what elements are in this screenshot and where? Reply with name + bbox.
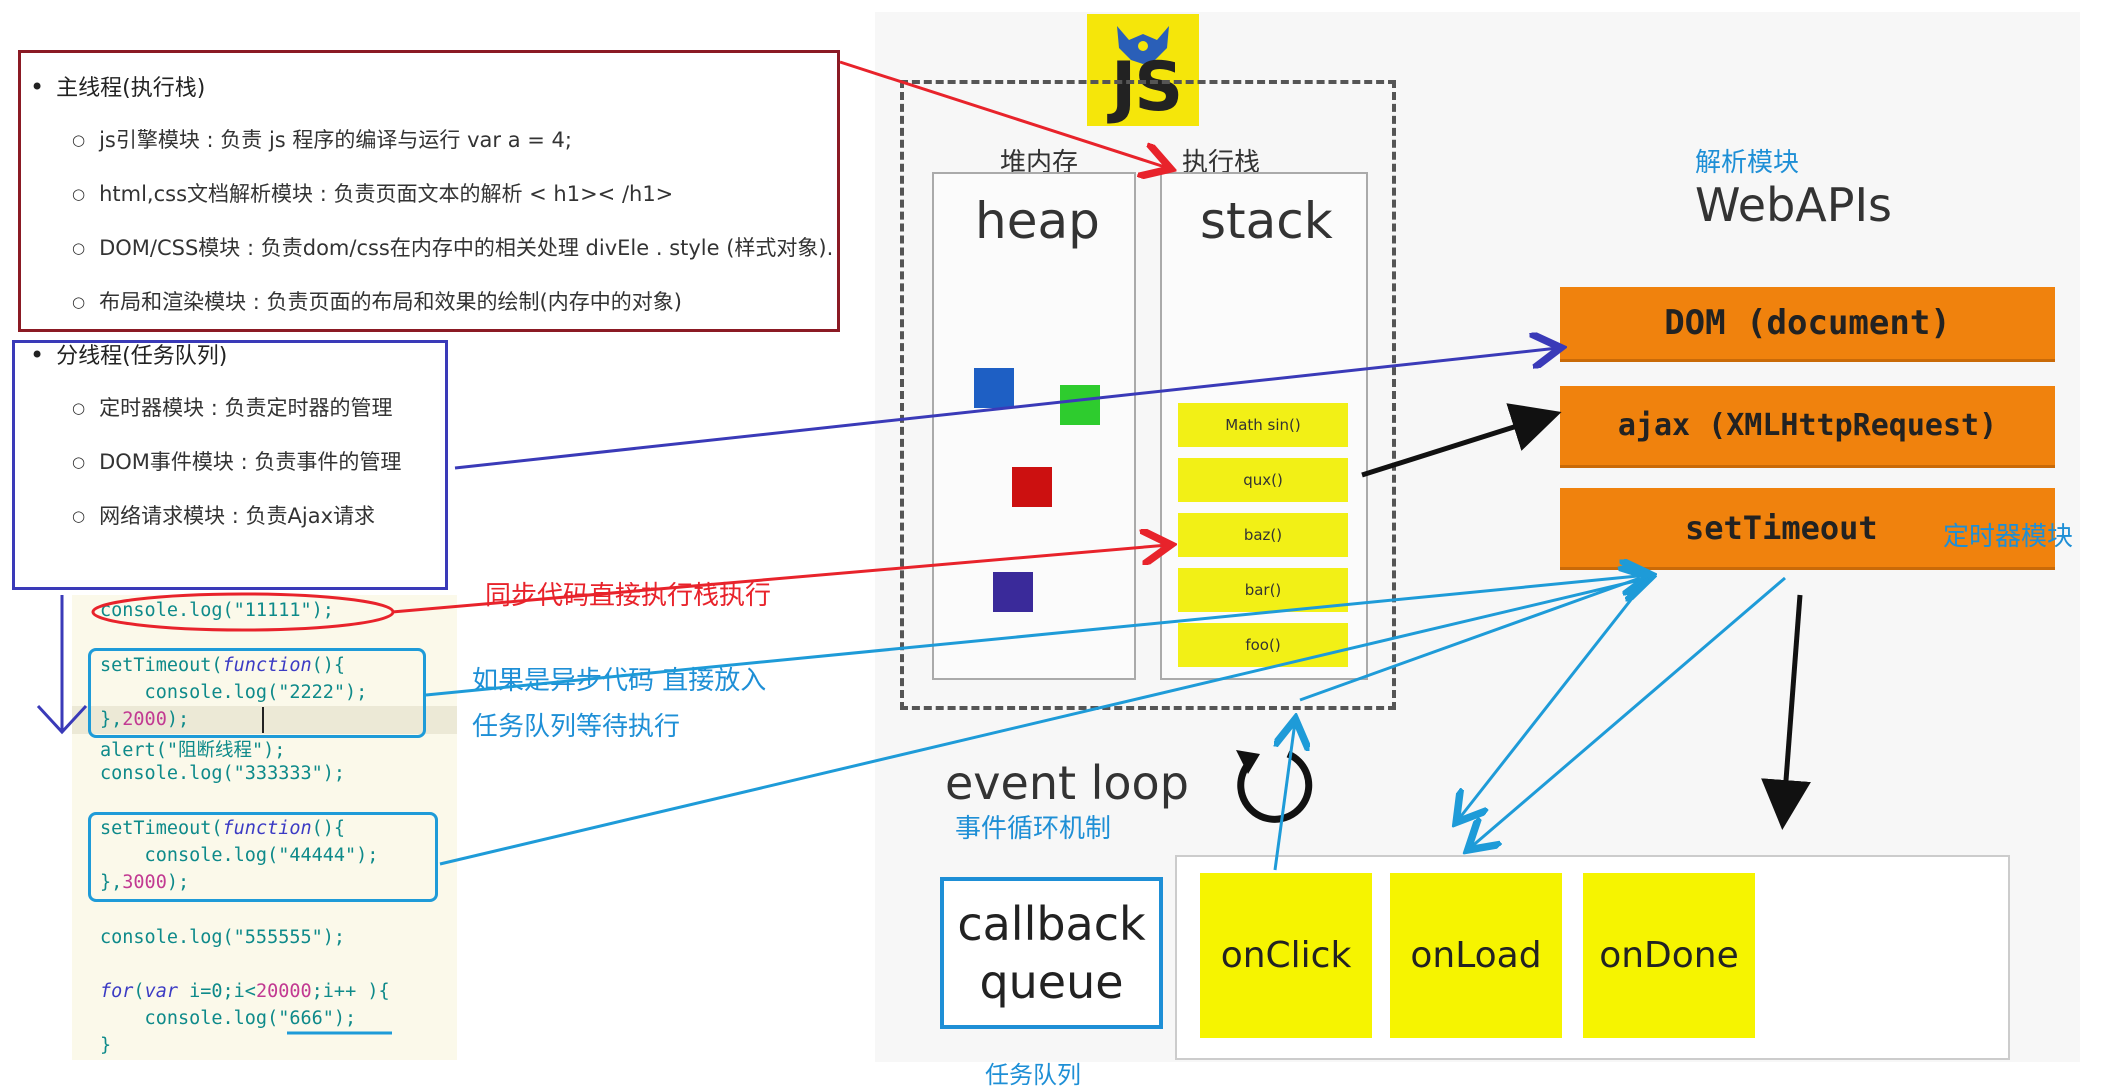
sub-thread-item: 网络请求模块 : 负责Ajax请求 [72,500,375,530]
timer-module-label: 定时器模块 [1943,522,2074,552]
main-thread-item: js引擎模块 : 负责 js 程序的编译与运行 var a = 4; [72,124,572,154]
navy-arrowhead [36,704,88,735]
red-arrow [839,60,1168,168]
sub-thread-title: 分线程(任务队列) [30,338,227,370]
api-timeout-box: setTimeout [1560,488,2055,570]
sync-code-ellipse [91,592,395,632]
api-timeout-label: setTimeout [1685,508,1878,547]
stack-frame: baz() [1178,513,1348,557]
webapis-title: WebAPIs [1695,178,1893,232]
blue-arrow [1273,722,1295,871]
async-annotation-line1: 如果是异步代码 直接放入 [472,666,767,696]
heap-label: heap [975,192,1100,250]
main-thread-title: 主线程(执行栈) [30,70,205,102]
heap-object [974,368,1014,408]
blue-arrow [425,575,1648,697]
parse-module-label: 解析模块 [1695,148,1800,178]
callback-queue-label: callback queue [957,897,1146,1009]
js-engine-container [900,80,1396,710]
async-annotation-line2: 任务队列等待执行 [472,712,681,742]
queue-item-onload: onLoad [1390,873,1562,1038]
api-ajax-box: ajax (XMLHttpRequest) [1560,386,2055,468]
black-arrow [1761,594,1811,830]
heap-object [1012,467,1052,507]
stack-frame: qux() [1178,458,1348,502]
red-arrow [391,545,1168,614]
blue-arrow [1470,576,1786,848]
code-line: console.log("333333"); [100,763,346,784]
blue-arrow [1299,576,1641,702]
queue-item-onclick: onClick [1200,873,1372,1038]
stack-frame: Math sin() [1178,403,1348,447]
code-line: },3000); [100,872,190,893]
heap-column [932,172,1136,680]
js-logo-text: JS [1111,48,1183,127]
code-line: for(var i=0;i<20000;i++ ){ [100,981,390,1002]
stack-label: stack [1200,192,1333,250]
stack-frame: foo() [1178,623,1348,667]
stack-frame: bar() [1178,568,1348,612]
api-dom-label: DOM (document) [1664,303,1951,343]
event-loop-label: event loop [945,756,1189,810]
navy-arrow [454,348,1558,470]
code-line: },2000); [100,709,190,730]
text-cursor [262,707,264,733]
event-loop-cn-label: 事件循环机制 [955,814,1112,844]
code-line: console.log("555555"); [100,927,346,948]
api-ajax-label: ajax (XMLHttpRequest) [1617,408,1998,443]
heap-object [1060,385,1100,425]
code-line: } [100,1035,112,1056]
robot-icon [1117,26,1169,64]
code-line: console.log("666"); [100,1008,357,1029]
queue-item-ondone: onDone [1583,873,1755,1038]
main-thread-item: 布局和渲染模块 : 负责页面的布局和效果的绘制(内存中的对象) [72,286,682,316]
sync-annotation: 同步代码直接执行栈执行 [485,581,772,611]
code-line: setTimeout(function(){ [100,818,346,839]
code-line: console.log("2222"); [100,682,368,703]
code-current-line [72,706,457,734]
js-logo: JS [1087,14,1199,127]
code-editor [72,595,457,1060]
async-code-box-1 [88,648,426,738]
callback-queue-box: callback queue [940,877,1163,1029]
heap-object [993,572,1033,612]
code-line: setTimeout(function(){ [100,655,346,676]
code-line: console.log("11111"); [100,600,334,621]
code-line: alert("阻断线程"); [100,740,286,761]
blue-arrow [1458,577,1650,820]
black-arrow [1361,403,1562,478]
code-line: console.log("44444"); [100,845,379,866]
sub-thread-item: DOM事件模块 : 负责事件的管理 [72,446,401,476]
main-thread-item: DOM/CSS模块 : 负责dom/css在内存中的相关处理 divEle . … [72,232,833,262]
main-thread-item: html,css文档解析模块 : 负责页面文本的解析 < h1>< /h1> [72,178,673,208]
async-code-box-2 [88,812,438,902]
sub-thread-item: 定时器模块 : 负责定时器的管理 [72,392,392,422]
api-dom-box: DOM (document) [1560,287,2055,362]
blue-arrow [439,578,1648,866]
